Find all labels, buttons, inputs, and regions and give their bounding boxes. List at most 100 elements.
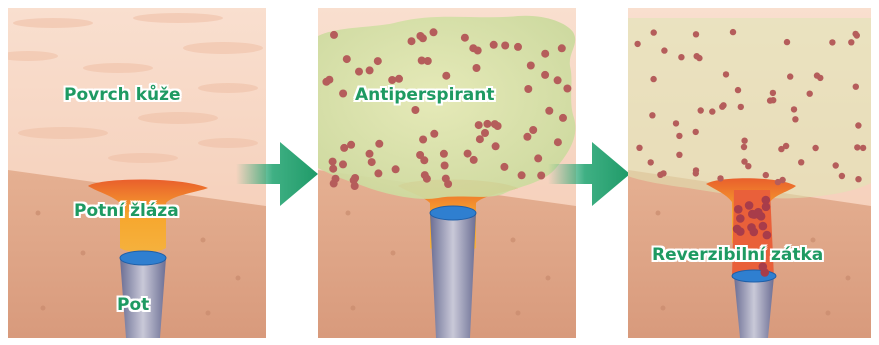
particle-dot xyxy=(848,39,854,45)
particle-dot xyxy=(719,104,725,110)
particle-dot xyxy=(534,154,542,162)
particle-dot xyxy=(374,169,382,177)
particle-dot xyxy=(366,150,374,158)
particle-dot xyxy=(558,44,566,52)
particle-dot xyxy=(678,54,684,60)
particle-dot xyxy=(329,165,337,173)
particle-dot xyxy=(676,133,682,139)
particle-dot xyxy=(500,163,508,171)
particle-dot xyxy=(339,90,347,98)
particle-dot xyxy=(798,159,804,165)
particle-dot xyxy=(734,205,743,214)
particle-dot xyxy=(807,91,813,97)
particle-dot xyxy=(374,57,382,65)
label-sweat: Pot xyxy=(117,295,149,315)
particle-dot xyxy=(860,145,866,151)
particle-dot xyxy=(636,145,642,151)
particle-dot xyxy=(541,50,549,58)
particle-dot xyxy=(634,41,640,47)
particle-dot xyxy=(676,152,682,158)
particle-dot xyxy=(759,222,768,231)
particle-dot xyxy=(770,90,776,96)
particle-dot xyxy=(442,175,450,183)
particle-dot xyxy=(649,112,655,118)
particle-dot xyxy=(464,150,472,158)
particle-dot xyxy=(470,156,478,164)
particle-dot xyxy=(483,120,491,128)
particle-dot xyxy=(514,43,522,51)
particle-dot xyxy=(787,73,793,79)
particle-dot xyxy=(330,180,338,188)
particle-dot xyxy=(541,71,549,79)
particle-dot xyxy=(411,106,419,114)
particle-dot xyxy=(420,156,428,164)
particle-dot xyxy=(779,177,785,183)
particle-dot xyxy=(524,85,532,93)
particle-dot xyxy=(440,150,448,158)
particle-dot xyxy=(563,85,571,93)
particle-dot xyxy=(745,201,754,210)
particle-dot xyxy=(661,47,667,53)
particle-dot xyxy=(392,165,400,173)
particle-dot xyxy=(783,143,789,149)
particle-dot xyxy=(529,126,537,134)
particle-dot xyxy=(747,223,756,232)
particle-dot xyxy=(329,158,337,166)
particle-dot xyxy=(419,136,427,144)
particle-dot xyxy=(492,142,500,150)
particle-dot xyxy=(754,208,763,217)
particle-dot xyxy=(388,76,396,84)
particle-dot xyxy=(829,39,835,45)
particle-dot xyxy=(660,170,666,176)
particle-dot xyxy=(673,120,679,126)
particle-dot xyxy=(763,172,769,178)
particle-dot xyxy=(424,57,432,65)
particle-dot xyxy=(355,68,363,76)
particle-dot xyxy=(762,203,771,212)
particle-dot xyxy=(476,135,484,143)
particle-dot xyxy=(709,108,715,114)
particle-dot xyxy=(730,29,736,35)
sweat-duct xyxy=(734,276,774,338)
particle-dot xyxy=(770,97,776,103)
particle-dot xyxy=(523,133,531,141)
sweat-drop-icon xyxy=(732,270,776,282)
particle-dot xyxy=(368,158,376,166)
particle-dot xyxy=(738,104,744,110)
panel-antiperspirant xyxy=(318,8,576,338)
particle-dot xyxy=(475,121,483,129)
particle-dot xyxy=(537,172,545,180)
particle-dot xyxy=(395,75,403,83)
sweat-drop-icon xyxy=(430,206,476,220)
particle-dot xyxy=(694,53,700,59)
particle-dot xyxy=(717,175,723,181)
particle-dot xyxy=(416,32,424,40)
particle-dot xyxy=(853,84,859,90)
particle-dot xyxy=(527,62,535,70)
particle-dot xyxy=(855,122,861,128)
particle-dot xyxy=(698,107,704,113)
particle-dot xyxy=(839,173,845,179)
particle-dot xyxy=(501,42,509,50)
sweat-drop-icon xyxy=(120,251,166,265)
particle-dot xyxy=(343,55,351,63)
particle-dot xyxy=(736,214,745,223)
label-skin-surface: Povrch kůže xyxy=(64,85,181,105)
particle-dot xyxy=(554,76,562,84)
label-antiperspirant: Antiperspirant xyxy=(355,85,495,105)
particle-dot xyxy=(648,159,654,165)
particle-dot xyxy=(735,87,741,93)
particle-dot xyxy=(763,231,772,240)
particle-dot xyxy=(814,72,820,78)
particle-dot xyxy=(461,34,469,42)
particle-dot xyxy=(651,29,657,35)
particle-dot xyxy=(423,175,431,183)
particle-dot xyxy=(430,28,438,36)
particle-dot xyxy=(854,144,860,150)
particle-dot xyxy=(723,71,729,77)
particle-dot xyxy=(736,227,745,236)
arrow-right-icon xyxy=(236,138,320,210)
panel-sweat-gland xyxy=(8,8,266,338)
particle-dot xyxy=(559,114,567,122)
particle-dot xyxy=(833,162,839,168)
